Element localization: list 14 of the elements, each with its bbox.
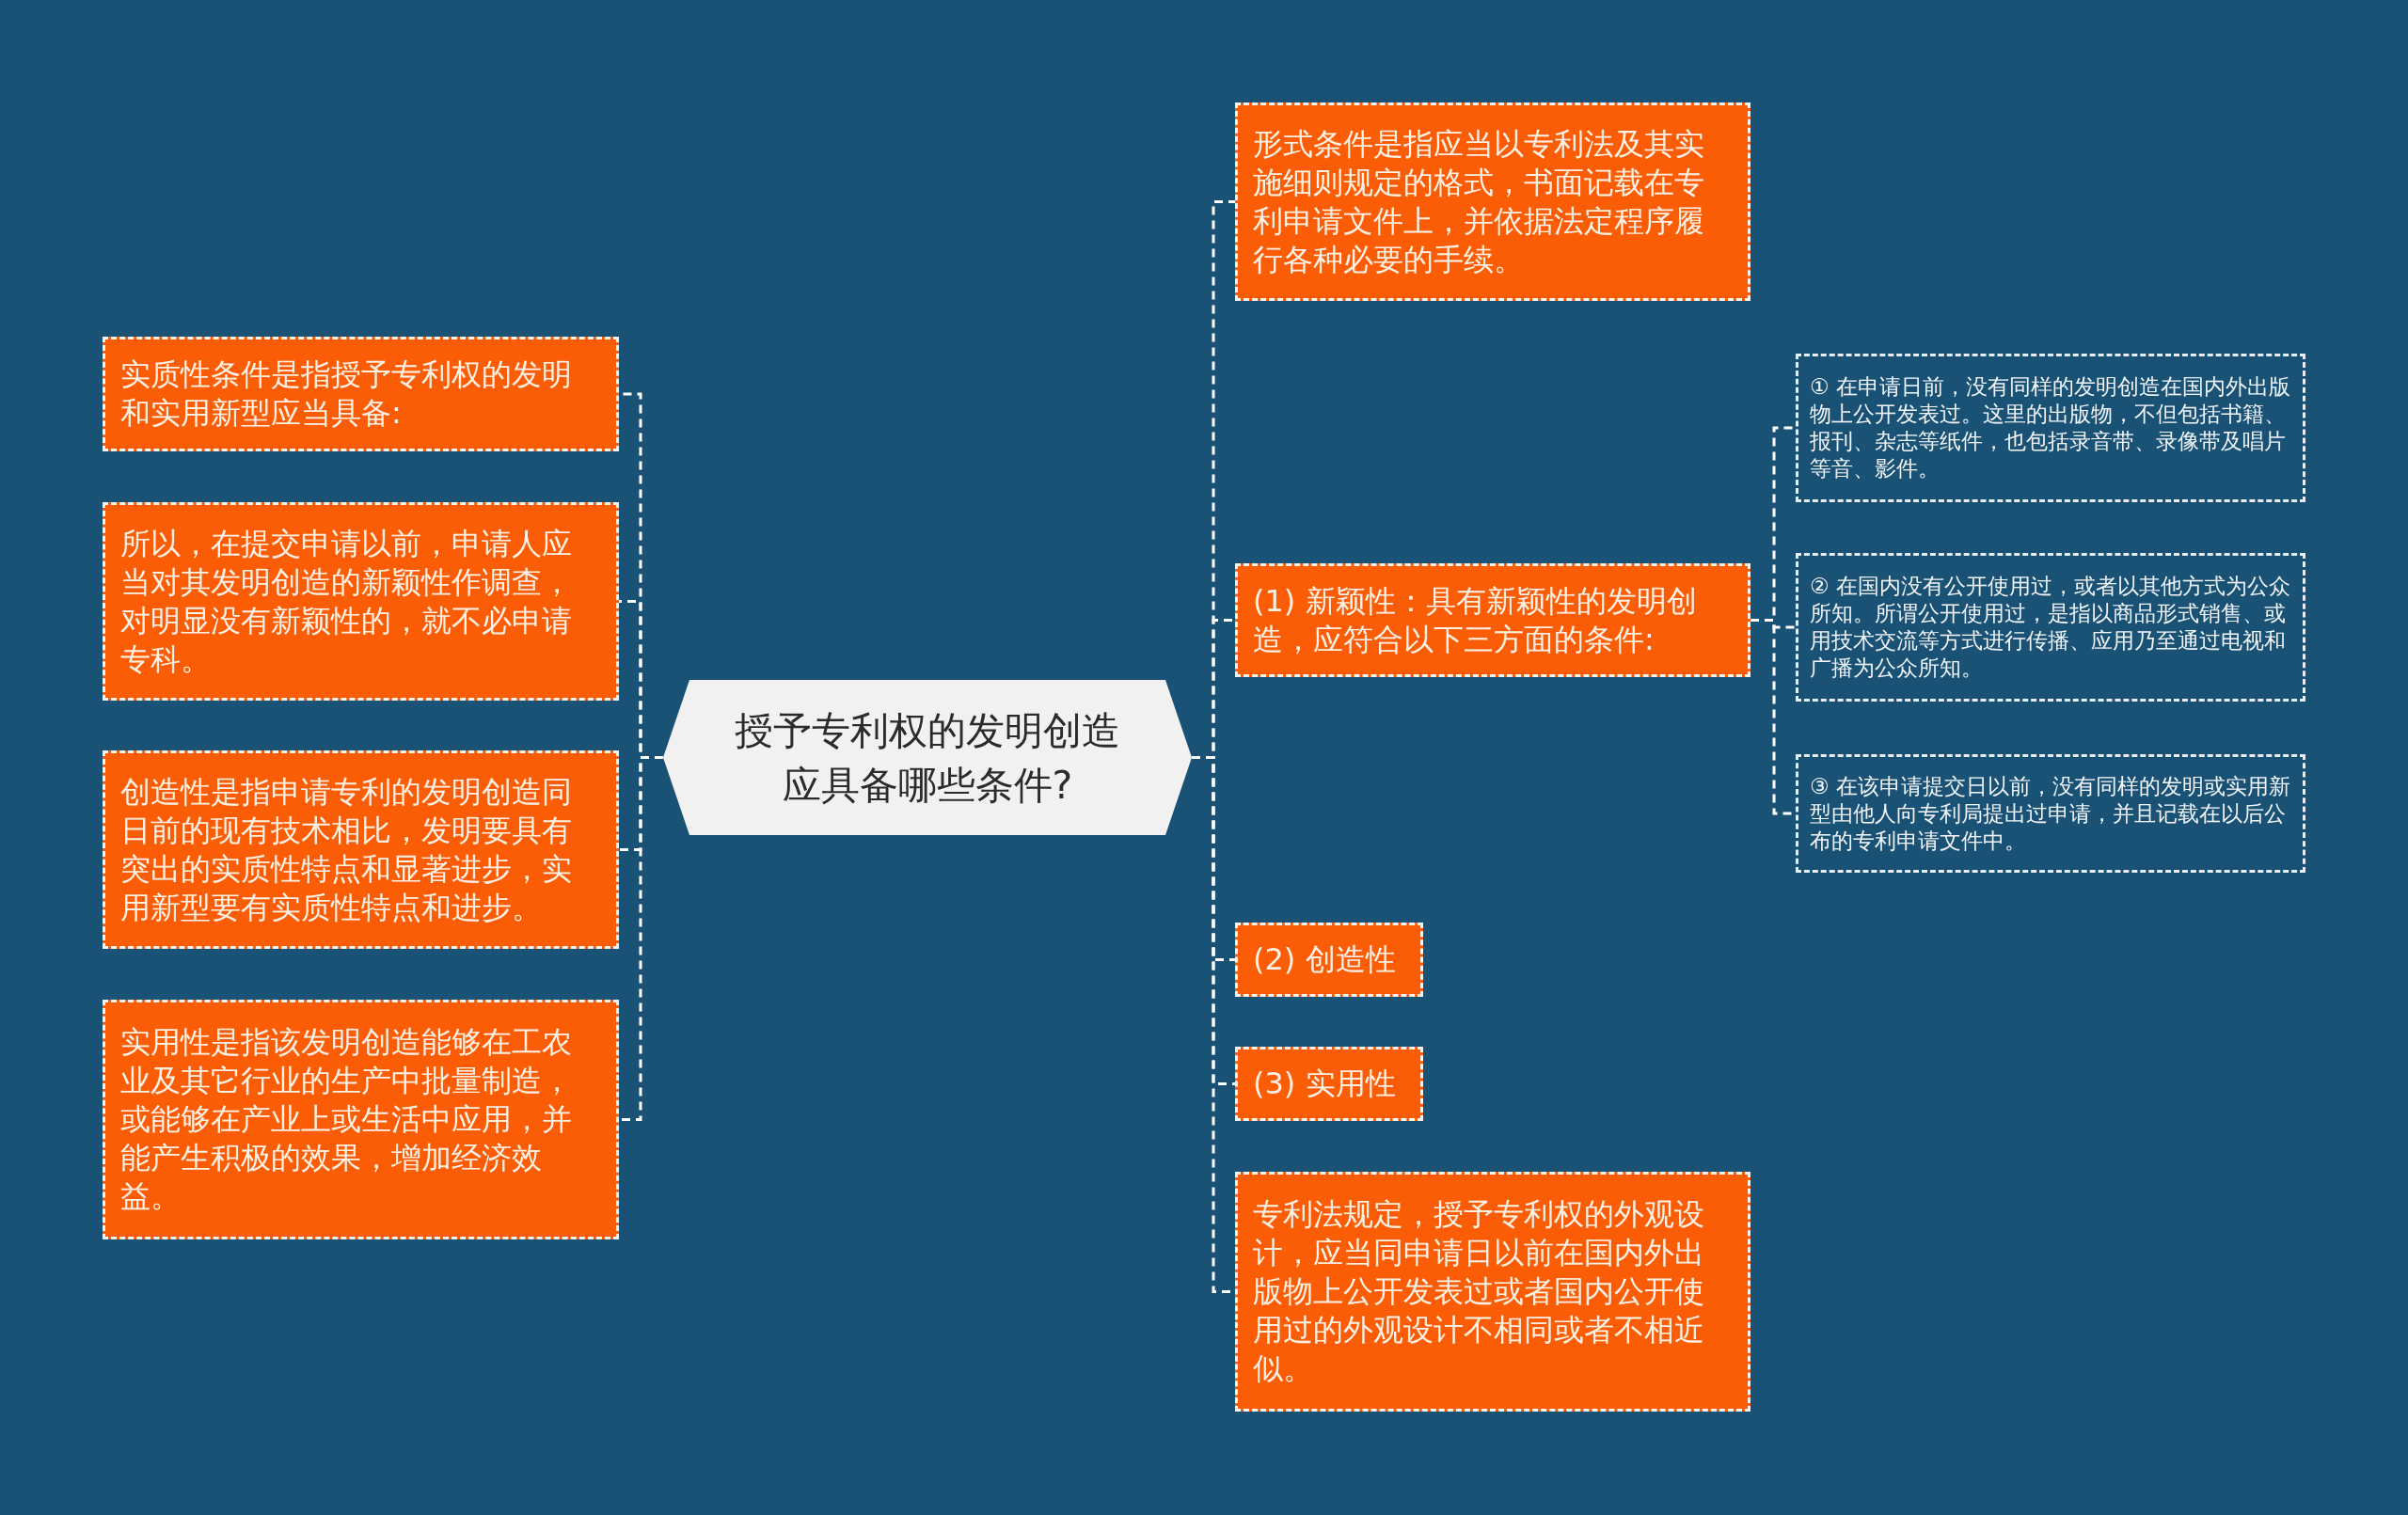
text-box: ③ 在该申请提交日以前，没有同样的发明或实用新型由他人向专利局提出过申请，并且记载在以后公布的专利申请文件中。	[1796, 754, 2305, 873]
topic-hexagon: 授予专利权的发明创造应具备哪些条件?	[663, 680, 1192, 835]
text-box: 所以，在提交申请以前，申请人应当对其发明创造的新颖性作调查，对明显没有新颖性的，就不必申请专科。	[103, 502, 619, 701]
text-box: ② 在国内没有公开使用过，或者以其他方式为公众所知。所谓公开使用过，是指以商品形式销售、或用技术交流等方式进行传播、应用乃至通过电视和广播为公众所知。	[1796, 553, 2305, 702]
text-box: 专利法规定，授予专利权的外观设计，应当同申请日以前在国内外出版物上公开发表过或者国内公开使用过的外观设计不相同或者不相近似。	[1235, 1172, 1751, 1412]
text-box: 实用性是指该发明创造能够在工农业及其它行业的生产中批量制造，或能够在产业上或生活中应用，并能产生积极的效果，增加经济效益。	[103, 1000, 619, 1239]
text-box: 创造性是指申请专利的发明创造同日前的现有技术相比，发明要具有突出的实质性特点和显著进步，实用新型要有实质性特点和进步。	[103, 750, 619, 949]
text-box: (1) 新颖性：具有新颖性的发明创造，应符合以下三方面的条件:	[1235, 563, 1751, 677]
text-box: (2) 创造性	[1235, 923, 1423, 997]
text-box: 形式条件是指应当以专利法及其实施细则规定的格式，书面记载在专利申请文件上，并依据法定程序履行各种必要的手续。	[1235, 103, 1751, 301]
text-box: 实质性条件是指授予专利权的发明和实用新型应当具备:	[103, 337, 619, 451]
text-box: (3) 实用性	[1235, 1047, 1423, 1121]
text-box: ① 在申请日前，没有同样的发明创造在国内外出版物上公开发表过。这里的出版物，不但包括书籍、报刊、杂志等纸件，也包括录音带、录像带及唱片等音、影件。	[1796, 354, 2305, 502]
connector-line	[619, 756, 663, 1121]
